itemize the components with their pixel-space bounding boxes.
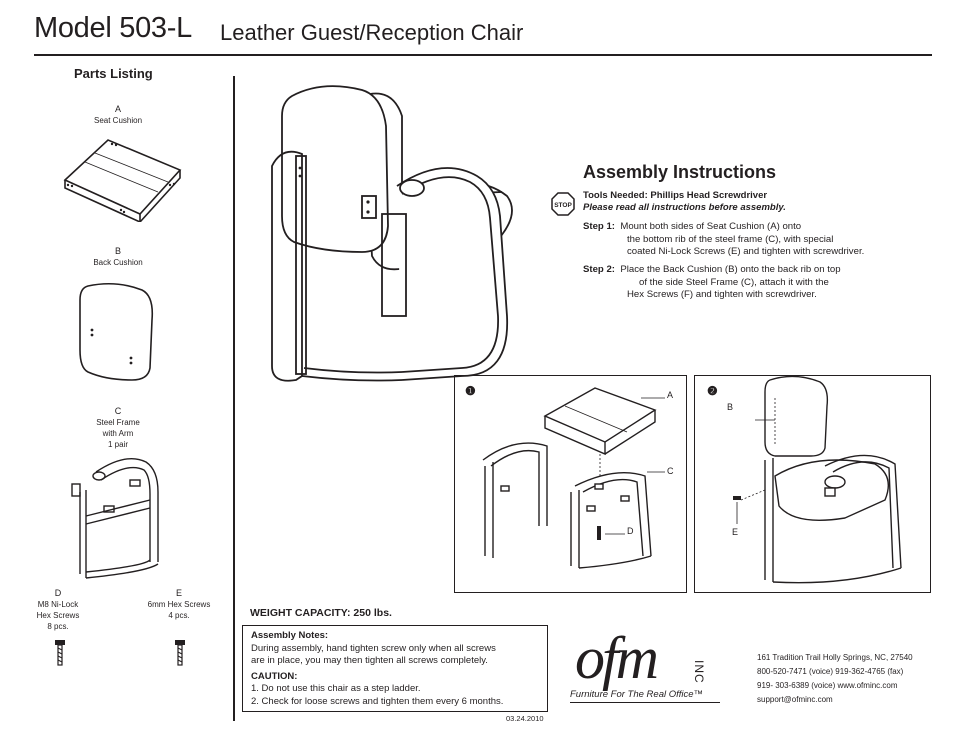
stop-sign-label: STOP	[554, 202, 572, 209]
tools-needed: Tools Needed: Phillips Head Screwdriver …	[583, 190, 786, 213]
step-2-diagram	[733, 376, 902, 584]
part-b-label: B Back Cushion	[93, 246, 143, 267]
part-c-label: C Steel Frame with Arm 1 pair	[96, 406, 140, 449]
step-1-label-c: C	[667, 466, 674, 476]
ofm-logo: ofm	[575, 625, 659, 691]
model-title: Model 503-L	[34, 12, 192, 44]
logo-underline	[570, 702, 720, 703]
step-1-label-a: A	[667, 390, 674, 400]
assembly-instructions-heading: Assembly Instructions	[583, 162, 777, 182]
assembly-notes-box: Assembly Notes: During assembly, hand ti…	[242, 625, 548, 712]
part-d-label: D M8 Ni-Lock Hex Screws 8 pcs.	[36, 588, 80, 631]
revision-date: 03.24.2010	[506, 714, 544, 723]
parts-listing-heading: Parts Listing	[74, 66, 153, 81]
company-contact: 161 Tradition Trail Holly Springs, NC, 2…	[757, 653, 913, 704]
product-subtitle: Leather Guest/Reception Chair	[220, 20, 524, 45]
logo-inc: INC	[692, 660, 706, 684]
part-e-label: E 6mm Hex Screws 4 pcs.	[147, 588, 211, 620]
ni-lock-screw-icon	[55, 640, 65, 666]
step-1-number: ❶	[465, 384, 476, 398]
step-1-diagram-panel: ❶ A C D	[454, 375, 687, 593]
step-2-label-b: B	[727, 402, 734, 412]
hex-screw-icon	[175, 640, 185, 666]
step-2: Step 2: Place the Back Cushion (B) onto …	[583, 264, 841, 300]
column-divider	[233, 76, 235, 721]
header-rule	[34, 54, 932, 56]
company-tagline: Furniture For The Real Office™	[570, 689, 704, 700]
step-1-diagram	[482, 387, 665, 569]
weight-capacity: WEIGHT CAPACITY: 250 lbs.	[250, 607, 392, 619]
stop-sign-icon: STOP	[551, 192, 575, 216]
steel-frame-part-illustration	[71, 458, 159, 579]
assembled-chair-illustration	[271, 85, 513, 382]
part-a-label: A Seat Cushion	[93, 104, 143, 125]
step-2-number: ❷	[707, 384, 718, 398]
back-cushion-part-illustration	[79, 282, 154, 381]
step-2-label-e: E	[732, 527, 739, 537]
step-2-diagram-panel: ❷ B E	[694, 375, 931, 593]
seat-cushion-part-illustration	[63, 139, 182, 222]
step-1-label-d: D	[627, 526, 634, 536]
step-1: Step 1: Mount both sides of Seat Cushion…	[583, 221, 865, 257]
